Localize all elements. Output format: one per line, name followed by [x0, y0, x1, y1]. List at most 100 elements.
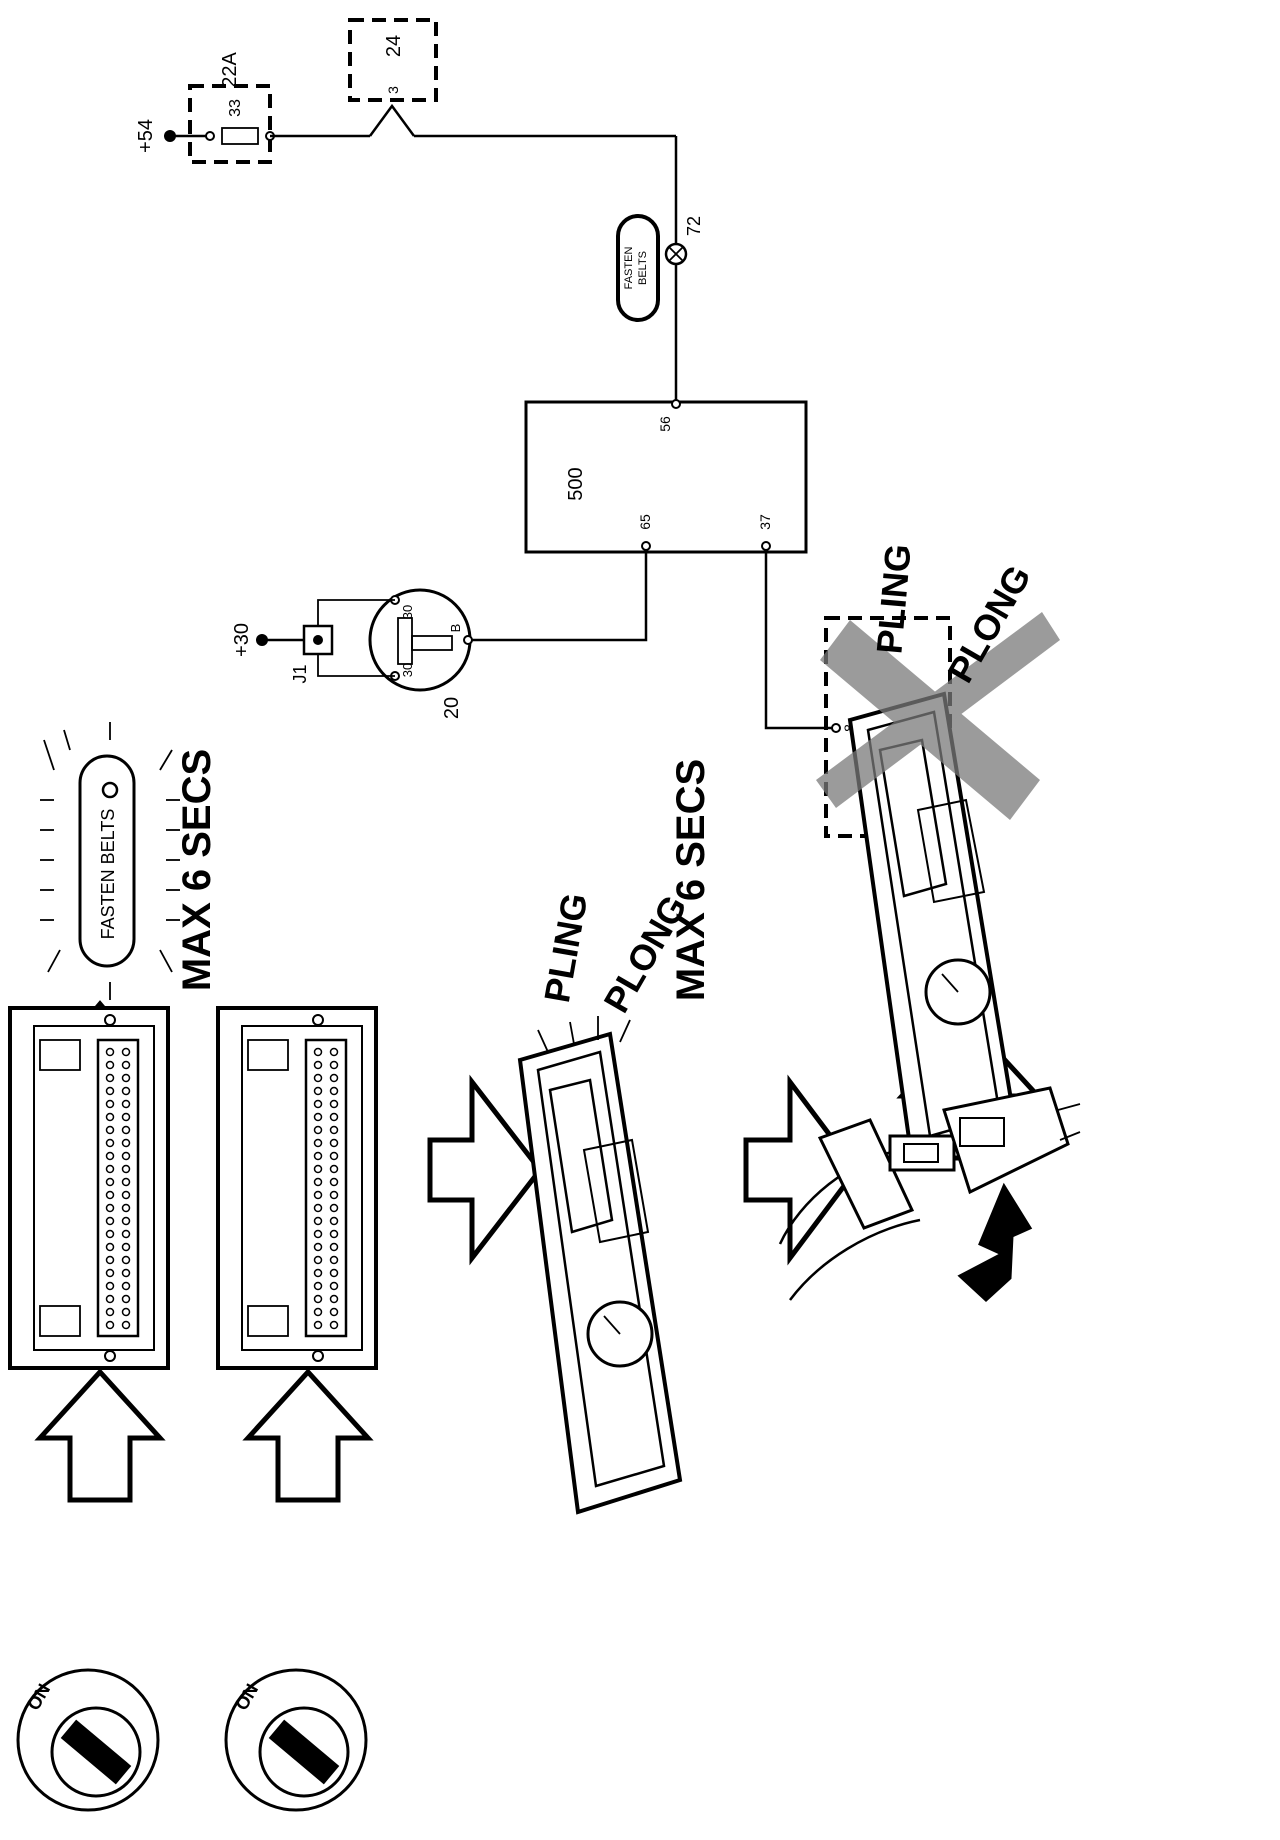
- pin-65-label: 65: [637, 514, 653, 530]
- connector-pin: [105, 1060, 115, 1070]
- connector-pin: [105, 1125, 115, 1135]
- connector-pin: [105, 1203, 115, 1213]
- connector-pin: [105, 1164, 115, 1174]
- connector-pin: [313, 1112, 323, 1122]
- max-6-secs-top: MAX 6 SECS: [175, 749, 219, 991]
- seatbelt-figure-icon: [101, 781, 119, 799]
- connector-pin: [313, 1216, 323, 1226]
- j1-label: J1: [290, 664, 310, 683]
- buckle-release-button: [959, 1117, 1005, 1147]
- svg-text:FASTEN: FASTEN: [623, 247, 635, 290]
- fasten-belts-lamp-symbol: FASTEN BELTS: [616, 214, 660, 322]
- max-6-secs-mid: MAX 6 SECS: [669, 759, 713, 1001]
- connector-pin: [121, 1242, 131, 1252]
- connector-pin: [105, 1268, 115, 1278]
- fasten-belts-panel: FASTEN BELTS: [40, 722, 180, 1000]
- connector-pin: [121, 1151, 131, 1161]
- connector-pin: [329, 1203, 339, 1213]
- connector-pin: [121, 1216, 131, 1226]
- connector-pin: [329, 1216, 339, 1226]
- connector-pin: [313, 1164, 323, 1174]
- connector-pin: [313, 1294, 323, 1304]
- connector-pin: [105, 1229, 115, 1239]
- connector-pin: [329, 1242, 339, 1252]
- connector-pin: [313, 1268, 323, 1278]
- pling-2: PLING: [868, 542, 918, 655]
- connector-pin: [121, 1268, 131, 1278]
- connector-pin: [105, 1307, 115, 1317]
- instrument-cluster-sounding: [517, 1016, 683, 1515]
- circuit-schematic: +54 22A 33 24 3 72 FASTEN BELTS 56 500: [135, 18, 952, 838]
- connector-pin: [329, 1047, 339, 1057]
- connector-pin: [121, 1203, 131, 1213]
- connector-pin: [329, 1177, 339, 1187]
- ecu-connector-1: [8, 1006, 170, 1370]
- connector-pin: [121, 1320, 131, 1330]
- connector-pin: [313, 1177, 323, 1187]
- switch-b-label: B: [448, 624, 463, 633]
- connector-pin: [105, 1320, 115, 1330]
- connector-pin: [329, 1125, 339, 1135]
- buckle-receiver: [942, 1086, 1070, 1195]
- connector-pin: [313, 1242, 323, 1252]
- sound-lines: [537, 1016, 631, 1053]
- fuse-box-label: 22A: [219, 52, 241, 88]
- module-500-label: 500: [565, 467, 587, 500]
- connector-pin: [105, 1190, 115, 1200]
- connector-pin: [313, 1229, 323, 1239]
- connector-pin: [313, 1047, 323, 1057]
- connector-pin: [313, 1203, 323, 1213]
- connector-pin: [329, 1138, 339, 1148]
- fuse-number: 33: [227, 99, 244, 117]
- ignition-key-2: ON: [224, 1668, 368, 1812]
- connector-pin: [105, 1294, 115, 1304]
- connector-pin: [329, 1307, 339, 1317]
- ecu-connector-2: [216, 1006, 378, 1370]
- connector-pin: [313, 1151, 323, 1161]
- connector-pin: [121, 1294, 131, 1304]
- connector-pin: [329, 1060, 339, 1070]
- connector-pin: [313, 1281, 323, 1291]
- connector-pin: [105, 1099, 115, 1109]
- arrow-right-to-cluster: [427, 1074, 544, 1266]
- connector-pin: [105, 1151, 115, 1161]
- pling-1: PLING: [536, 890, 595, 1005]
- connector-pin: [105, 1255, 115, 1265]
- connector-pin: [121, 1281, 131, 1291]
- pin-56-label: 56: [657, 416, 673, 432]
- connector-pin: [105, 1281, 115, 1291]
- connector-pin: [121, 1229, 131, 1239]
- flash-rays: [40, 722, 180, 1000]
- switch-30a-label: 30: [400, 605, 415, 619]
- connector-pin: [121, 1086, 131, 1096]
- connector-pin: [121, 1047, 131, 1057]
- connector-pin: [313, 1320, 323, 1330]
- connector-pin: [329, 1151, 339, 1161]
- connector-24-label: 24: [383, 35, 405, 57]
- connector-pin: [121, 1112, 131, 1122]
- connector-pin: [313, 1099, 323, 1109]
- connector-pin: [329, 1073, 339, 1083]
- connector-pin: [121, 1060, 131, 1070]
- connector-pin: [329, 1255, 339, 1265]
- arrow-up-ignition-2: [242, 1368, 374, 1503]
- connector-pin: [313, 1073, 323, 1083]
- connector-pin: [121, 1177, 131, 1187]
- connector-pin: [121, 1099, 131, 1109]
- connector-pin: [121, 1073, 131, 1083]
- ignition-key-1: ON: [16, 1668, 160, 1812]
- connector-pin: [313, 1060, 323, 1070]
- connector-pin: [105, 1047, 115, 1057]
- key-slot-icon: [60, 1719, 132, 1785]
- connector-pin: [329, 1099, 339, 1109]
- arrow-up-ignition-1: [34, 1368, 166, 1503]
- ignition-20-label: 20: [441, 697, 463, 719]
- connector-pin: [105, 1242, 115, 1252]
- connector-pin: [329, 1294, 339, 1304]
- pin-8-label: 8: [841, 724, 857, 732]
- connector-pin: [313, 1307, 323, 1317]
- seat-belt-buckle: [778, 1086, 1081, 1301]
- connector-pin: [313, 1190, 323, 1200]
- connector-pin: [121, 1125, 131, 1135]
